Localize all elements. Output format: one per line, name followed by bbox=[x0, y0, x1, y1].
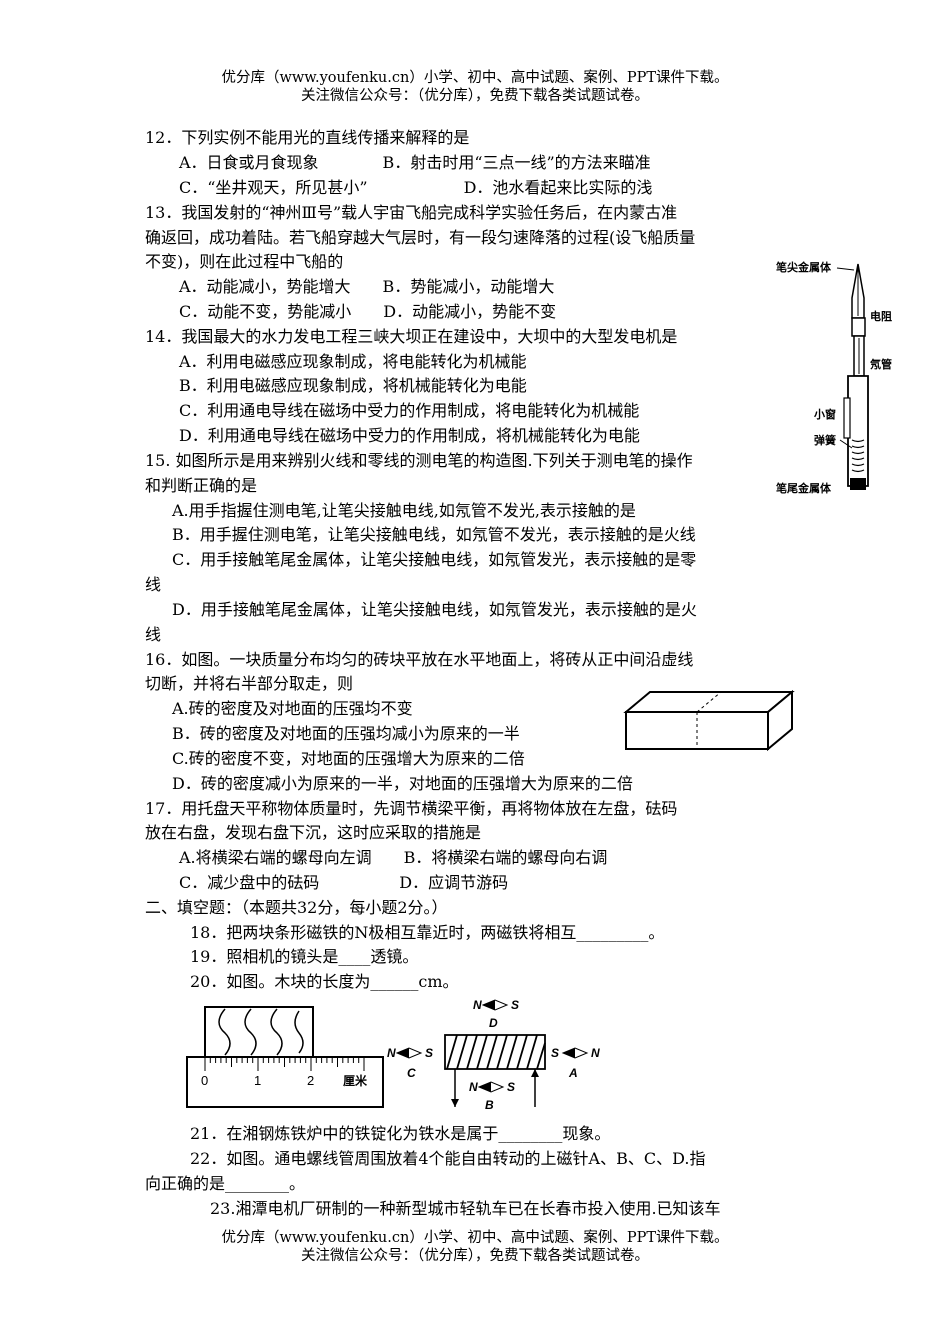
q15-option-a: A.用手指握住测电笔,让笔尖接触电线,如氖管不发光,表示接触的是 bbox=[172, 501, 636, 520]
q16-option-b: B．砖的密度及对地面的压强均减小为原来的一半 bbox=[172, 724, 520, 743]
q16-option-d: D．砖的密度减小为原来的一半，对地面的压强增大为原来的二倍 bbox=[172, 774, 633, 793]
q14-option-a: A．利用电磁感应现象制成，将电能转化为机械能 bbox=[179, 352, 527, 371]
q18: 18．把两块条形磁铁的N极相互靠近时，两磁铁将相互_________。 bbox=[190, 923, 665, 942]
q20: 20．如图。木块的长度为______cm。 bbox=[190, 972, 459, 991]
compass-c-label: C bbox=[407, 1066, 416, 1080]
q14-stem: 14．我国最大的水力发电工程三峡大坝正在建设中，大坝中的大型发电机是 bbox=[145, 327, 678, 346]
compass-a-s: S bbox=[551, 1046, 559, 1060]
pen-label-window: 小窗 bbox=[813, 407, 836, 421]
compass-c-s: S bbox=[425, 1046, 433, 1060]
q14-option-c: C．利用通电导线在磁场中受力的作用制成，将电能转化为机械能 bbox=[179, 401, 640, 420]
q23-line-1: 23.湘潭电机厂研制的一种新型城市轻轨车已在长春市投入使用.已知该车 bbox=[210, 1199, 721, 1218]
q13-stem-1: 13．我国发射的“神州Ⅲ号”载人宇宙飞船完成科学实验任务后，在内蒙古准 bbox=[145, 203, 678, 222]
q16-option-c: C.砖的密度不变，对地面的压强增大为原来的二倍 bbox=[172, 749, 525, 768]
q15-stem-2: 和判断正确的是 bbox=[145, 476, 258, 495]
section-fill-in-heading: 二、填空题：（本题共32分，每小题2分。） bbox=[145, 898, 448, 917]
q15-option-c-wrap: 线 bbox=[145, 575, 162, 594]
q13-options-cd: C．动能不变，势能减小 D．动能减小，势能不变 bbox=[179, 302, 557, 321]
pen-label-tip: 笔尖金属体 bbox=[776, 260, 832, 274]
compass-a-label: A bbox=[568, 1066, 578, 1080]
q16-stem-1: 16．如图。一块质量分布均匀的砖块平放在水平地面上，将砖从正中间沿虚线 bbox=[145, 650, 694, 669]
q22-line-2: 向正确的是________。 bbox=[145, 1174, 306, 1193]
q12-stem: 12．下列实例不能用光的直线传播来解释的是 bbox=[145, 128, 470, 147]
q22-line-1: 22．如图。通电螺线管周围放着4个能自由转动的上磁针A、B、C、D.指 bbox=[190, 1149, 706, 1168]
footer-line-1: 优分库（www.youfenku.cn）小学、初中、高中试题、案例、PPT课件下… bbox=[221, 1230, 729, 1246]
q21: 21．在湘钢炼铁炉中的铁锭化为铁水是属于________现象。 bbox=[190, 1124, 611, 1143]
compass-a-n: N bbox=[591, 1046, 600, 1060]
ruler-ticks bbox=[204, 1057, 365, 1071]
compass-c-n: N bbox=[387, 1046, 396, 1060]
ruler-unit: 厘米 bbox=[343, 1073, 368, 1088]
ruler-tick-2: 2 bbox=[307, 1073, 314, 1088]
pen-label-resistor: 电阻 bbox=[870, 309, 892, 323]
solenoid-figure: N S D N S C S N A N S B bbox=[387, 998, 600, 1112]
pen-label-spring: 弹簧 bbox=[814, 433, 836, 447]
q15-option-b: B．用手握住测电笔，让笔尖接触电线，如氖管不发光，表示接触的是火线 bbox=[172, 525, 696, 544]
q16-option-a: A.砖的密度及对地面的压强均不变 bbox=[172, 699, 413, 718]
q19: 19．照相机的镜头是____透镜。 bbox=[190, 947, 419, 966]
compass-b-n: N bbox=[469, 1080, 478, 1094]
q13-stem-3: 不变)，则在此过程中飞船的 bbox=[145, 252, 344, 271]
q14-option-b: B．利用电磁感应现象制成，将机械能转化为电能 bbox=[179, 376, 527, 395]
q15-option-c: C．用手接触笔尾金属体，让笔尖接触电线，如氖管发光，表示接触的是零 bbox=[172, 550, 697, 569]
compass-d-label: D bbox=[489, 1016, 498, 1030]
q12-options-cd: C．“坐井观天，所见甚小” D．池水看起来比实际的浅 bbox=[179, 178, 653, 197]
q17-stem-1: 17．用托盘天平称物体质量时，先调节横梁平衡，再将物体放在左盘，砝码 bbox=[145, 799, 678, 818]
compass-b-s: S bbox=[507, 1080, 515, 1094]
q16-stem-2: 切断，并将右半部分取走，则 bbox=[145, 674, 354, 693]
q17-options-ab: A.将横梁右端的螺母向左调 B．将横梁右端的螺母向右调 bbox=[179, 848, 608, 867]
ruler-tick-1: 1 bbox=[254, 1073, 261, 1088]
q13-stem-2: 确返回，成功着陆。若飞船穿越大气层时，有一段匀速降落的过程(设飞船质量 bbox=[145, 228, 696, 247]
pen-label-neon: 氖管 bbox=[869, 357, 892, 371]
test-pen-figure: 笔尖金属体 电阻 氖管 小窗 弹簧 笔尾金属体 bbox=[776, 260, 892, 495]
footer-line-2: 关注微信公众号：（优分库），免费下载各类试题试卷。 bbox=[301, 1248, 649, 1264]
compass-d-s: S bbox=[511, 998, 519, 1012]
q12-options-ab: A．日食或月食现象 B．射击时用“三点一线”的方法来瞄准 bbox=[179, 153, 651, 172]
compass-b-label: B bbox=[485, 1098, 494, 1112]
compass-d-n: N bbox=[473, 998, 482, 1012]
header-line-1: 优分库（www.youfenku.cn）小学、初中、高中试题、案例、PPT课件下… bbox=[221, 70, 729, 86]
q13-options-ab: A．动能减小，势能增大 B．势能减小，动能增大 bbox=[179, 277, 555, 296]
header-line-2: 关注微信公众号：（优分库），免费下载各类试题试卷。 bbox=[301, 88, 649, 104]
brick-figure bbox=[623, 689, 795, 752]
q15-option-d-wrap: 线 bbox=[145, 625, 162, 644]
ruler-figure: 0 1 2 厘米 bbox=[186, 1006, 384, 1108]
q14-option-d: D．利用通电导线在磁场中受力的作用制成，将机械能转化为电能 bbox=[179, 426, 640, 445]
q15-option-d: D．用手接触笔尾金属体，让笔尖接触电线，如氖管发光，表示接触的是火 bbox=[172, 600, 697, 619]
pen-label-tail: 笔尾金属体 bbox=[776, 481, 832, 495]
q17-stem-2: 放在右盘，发现右盘下沉，这时应采取的措施是 bbox=[145, 823, 482, 842]
q15-stem-1: 15. 如图所示是用来辨别火线和零线的测电笔的构造图.下列关于测电笔的操作 bbox=[145, 451, 693, 470]
q17-options-cd: C．减少盘中的砝码 D．应调节游码 bbox=[179, 873, 509, 892]
ruler-tick-0: 0 bbox=[201, 1073, 208, 1088]
